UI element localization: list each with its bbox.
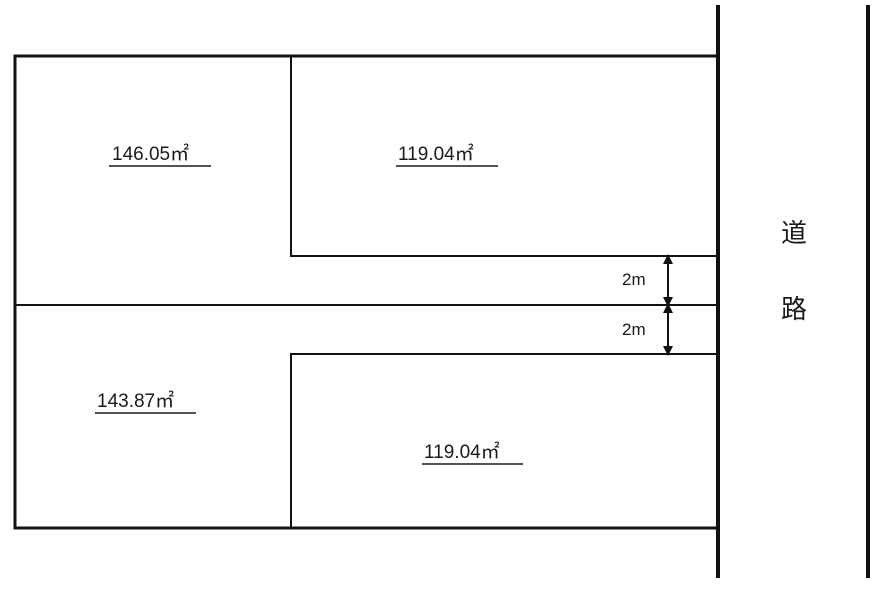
road-label-char-1: 道	[781, 219, 807, 249]
lot-top-right-boundary	[290, 56, 718, 257]
dimension-label-lower: 2m	[622, 320, 646, 339]
lot-area-bottom-right: 119.04㎡	[424, 440, 500, 463]
lot-area-top-right: 119.04㎡	[398, 142, 474, 165]
lot-bottom-right-boundary	[290, 353, 718, 528]
property-outer-boundary	[13, 54, 718, 530]
dimension-label-upper: 2m	[622, 270, 646, 289]
lot-area-bottom-left: 143.87㎡	[97, 389, 174, 412]
road-label-char-2: 路	[781, 295, 807, 325]
lot-area-top-left: 146.05㎡	[112, 142, 189, 165]
